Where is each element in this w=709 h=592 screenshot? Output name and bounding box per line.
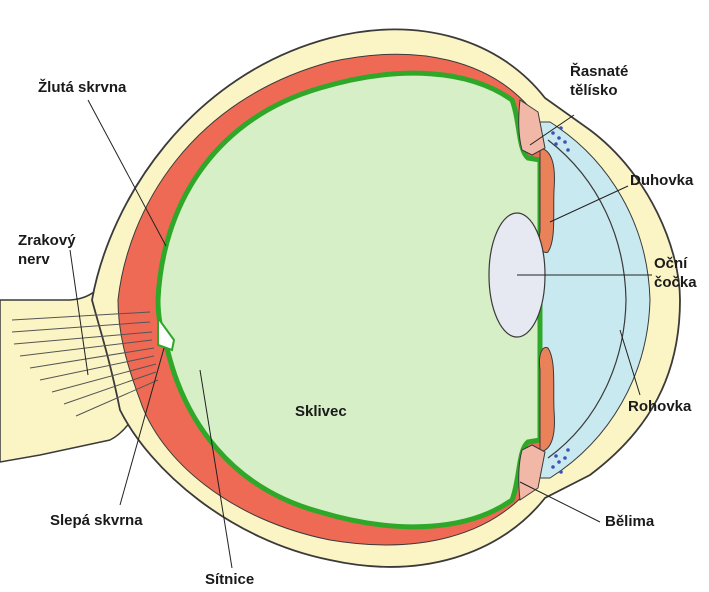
label-zrakovy-nerv: Zrakový nerv	[18, 231, 76, 269]
label-sklivec: Sklivec	[295, 402, 347, 421]
iris-upper	[539, 148, 554, 253]
label-duhovka: Duhovka	[630, 171, 693, 190]
label-slepa-skvrna: Slepá skvrna	[50, 511, 143, 530]
label-sitnice: Sítnice	[205, 570, 254, 589]
iris-lower	[539, 347, 554, 452]
label-rasnate-telisko: Řasnaté tělísko	[570, 62, 628, 100]
label-belima: Bělima	[605, 512, 654, 531]
label-ocni-cocka: Oční čočka	[654, 254, 697, 292]
label-zluta-skrvna: Žlutá skrvna	[38, 78, 126, 97]
label-rohovka: Rohovka	[628, 397, 691, 416]
